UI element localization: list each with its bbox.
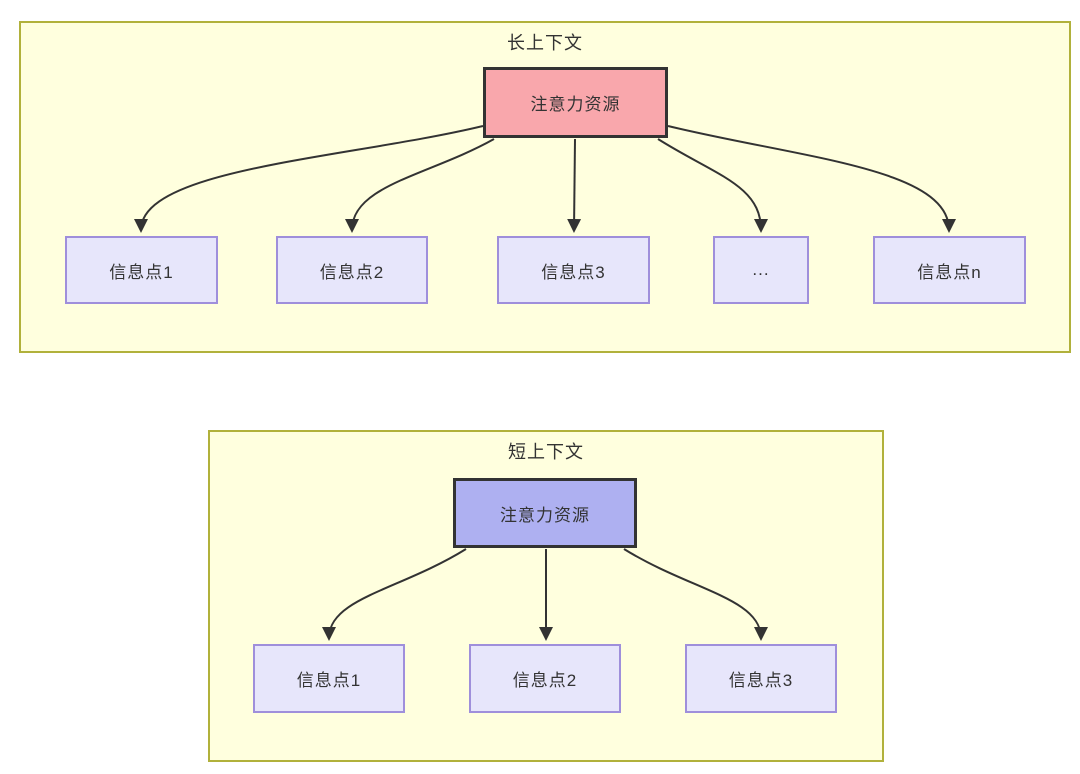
node-info-point-ellipsis: ... xyxy=(713,236,809,304)
node-info-point-3-long: 信息点3 xyxy=(497,236,650,304)
long-context-panel-title: 长上下文 xyxy=(507,33,583,53)
node-info-point-n: 信息点n xyxy=(873,236,1026,304)
node-info-point-2-long: 信息点2 xyxy=(276,236,428,304)
node-attention-resources-short: 注意力资源 xyxy=(453,478,637,548)
node-info-point-1-long: 信息点1 xyxy=(65,236,218,304)
short-context-panel-title: 短上下文 xyxy=(508,442,584,462)
node-info-point-1-short: 信息点1 xyxy=(253,644,405,713)
node-info-point-2-short: 信息点2 xyxy=(469,644,621,713)
node-attention-resources-long: 注意力资源 xyxy=(483,67,668,138)
node-info-point-3-short: 信息点3 xyxy=(685,644,837,713)
